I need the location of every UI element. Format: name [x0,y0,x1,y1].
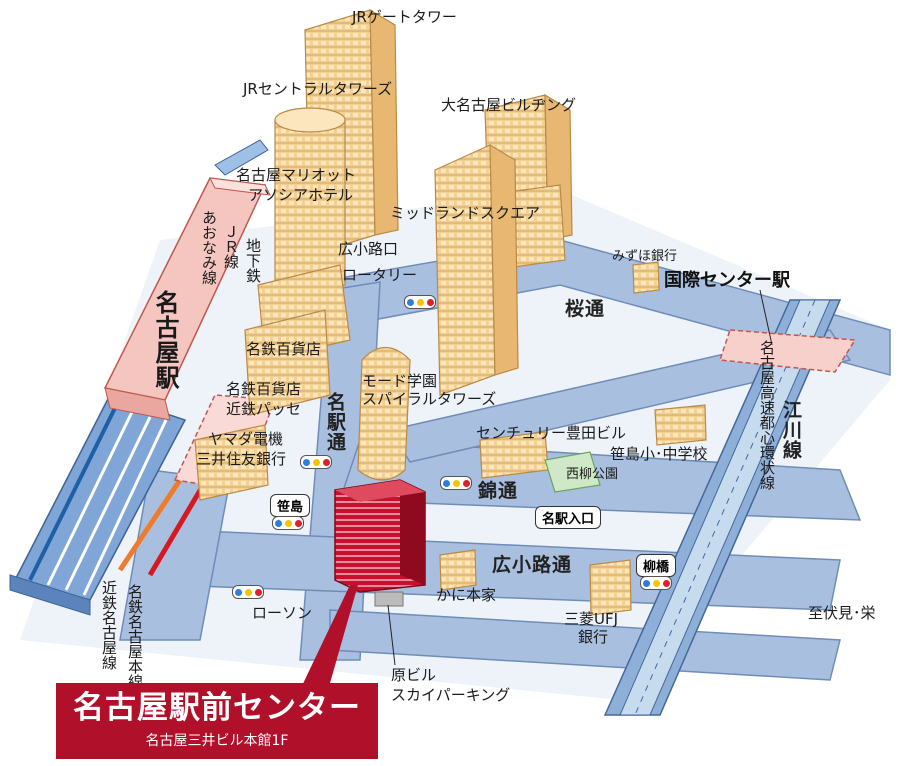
intersection-yanagibashi: 柳橋 [636,554,677,577]
destination-subtitle: 名古屋三井ビル本館1F [56,730,378,752]
label-meitetsu-dept-store-1: 名鉄百貨店 [246,340,322,358]
traffic-light-icon [640,576,672,590]
destination-caption: 名古屋駅前センター 名古屋三井ビル本館1F [56,683,378,759]
label-sasashima-school: 笹島小･中学校 [610,445,708,463]
label-mode-gakuen-2: スパイラルタワーズ [362,390,497,408]
label-marriott-line2: アソシアホテル [248,186,354,204]
target-pointer [300,585,358,690]
label-mode-gakuen-1: モード学園 [362,372,438,390]
label-mufg-2: 銀行 [578,628,609,646]
label-kani-honke: かに本家 [436,586,497,604]
label-subway: 地下鉄 [244,238,262,283]
label-jr-gate-tower: JRゲートタワー [352,8,457,26]
leader-lines [387,289,773,666]
label-nagoya-station: 名古屋駅 [151,290,179,390]
label-smbc: 三井住友銀行 [196,450,287,468]
label-jr-line: ＪＲ線 [222,224,240,269]
buildings [194,8,707,616]
intersection-sasashima: 笹島 [270,494,311,517]
label-marriott-line1: 名古屋マリオット [236,166,357,184]
label-lawson: ローソン [252,604,313,622]
target-building [334,479,426,593]
label-meieki-iriguchi: 名駅入口 [535,506,602,529]
destination-title: 名古屋駅前センター [73,690,361,726]
label-jr-central-towers: JRセントラルタワーズ [243,80,393,98]
traffic-light-icon [232,585,264,599]
label-meitetsu-line: 名鉄名古屋本線 [126,584,144,689]
label-meieki-dori: 名駅通 [324,392,346,452]
label-sakura-dori: 桜通 [565,298,606,320]
traffic-light-icon [404,295,436,309]
label-rotary: ロータリー [342,266,418,284]
label-hara-building: 原ビル [391,666,437,684]
label-dai-nagoya-building: 大名古屋ビルヂング [441,96,577,114]
label-mizuho-bank: みずほ銀行 [612,249,678,264]
kokusai-center-station-outline [718,329,857,373]
label-nishiyanagi-park: 西柳公園 [566,467,619,482]
hara-parking-lot [374,591,404,607]
nagoya-station-complex [9,139,271,616]
label-edogawa-line: 江川線 [780,400,802,460]
traffic-light-icon [272,516,304,530]
label-yamada-denki: ヤマダ電機 [208,430,284,448]
label-mufg-1: 三菱UFJ [564,610,619,628]
nishiyanagi-park-area [544,451,601,493]
label-nishiki-dori: 錦通 [478,480,519,502]
label-aonami-line: あおなみ線 [200,210,218,285]
traffic-light-icon [440,476,472,490]
traffic-light-icon [300,455,332,469]
label-kintetsu-line: 近鉄名古屋線 [100,580,118,670]
label-kintetsu-passe: 近鉄パッセ [226,400,302,418]
label-kokusai-center-station: 国際センター駅 [664,270,790,291]
label-expressway: 名古屋高速都心環状線 [758,340,776,490]
label-hirokoji-exit: 広小路口 [338,240,399,258]
label-midland-square: ミッドランドスクエア [390,204,541,222]
label-to-fushimi-sakae: 至伏見･栄 [808,604,876,622]
label-hirokoji-dori: 広小路通 [492,554,573,576]
meitetsu-line-track [147,480,208,577]
expressway [603,299,842,716]
label-meitetsu-dept-store-2: 名鉄百貨店 [226,380,302,398]
road-network [20,190,891,700]
kintetsu-line-track [117,478,183,572]
label-century-toyota: センチュリー豊田ビル [476,424,627,442]
label-sky-parking: スカイパーキング [391,686,511,704]
